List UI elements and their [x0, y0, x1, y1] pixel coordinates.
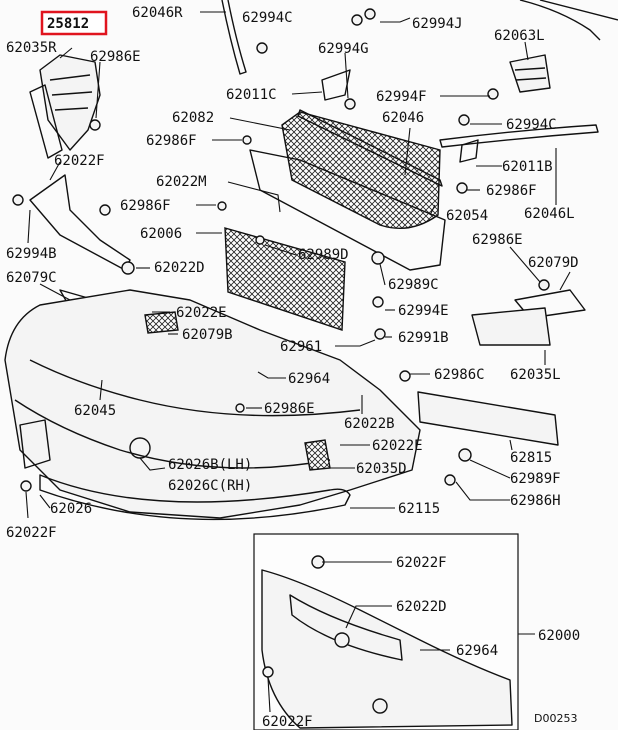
inset-label-62022F-2: 62022F	[262, 714, 313, 730]
label-62045: 62045	[74, 403, 116, 419]
label-62026: 62026	[50, 501, 92, 517]
cover-62035D	[304, 439, 331, 471]
label-62994C: 62994C	[242, 10, 293, 26]
label-62011C: 62011C	[226, 87, 277, 103]
fender-edge-2	[539, 0, 618, 21]
label-62989C: 62989C	[388, 277, 439, 293]
callout-labels: 62046R 62994C 62994J 62035R 62986E 62994…	[6, 5, 580, 730]
label-62986F-3: 62986F	[486, 183, 537, 199]
inset-label-62964: 62964	[456, 643, 498, 659]
label-62994B: 62994B	[6, 246, 57, 262]
bracket-62063L	[509, 54, 551, 93]
label-62815: 62815	[510, 450, 552, 466]
label-62989F: 62989F	[510, 471, 561, 487]
bumper-crease-1	[14, 399, 331, 469]
label-62986F: 62986F	[146, 133, 197, 149]
moulding-62046L	[439, 124, 599, 148]
lower-lip-62115	[39, 474, 351, 521]
label-62035D: 62035D	[356, 461, 407, 477]
label-62022F: 62022F	[54, 153, 105, 169]
label-62022E: 62022E	[176, 305, 227, 321]
inset-grille	[289, 594, 403, 661]
label-62054: 62054	[446, 208, 488, 224]
label-62994F: 62994F	[376, 89, 427, 105]
inset-label-62000: 62000	[538, 628, 580, 644]
label-62079C: 62079C	[6, 270, 57, 286]
footer-code: D00253	[534, 712, 577, 725]
air-guide-62026	[19, 419, 51, 469]
leader-lines	[25, 11, 571, 713]
label-62022B: 62022B	[344, 416, 395, 432]
inset-bumper	[261, 569, 513, 729]
lower-grille-62006	[224, 227, 346, 331]
label-62022M: 62022M	[156, 174, 207, 190]
label-62011B: 62011B	[502, 159, 553, 175]
label-62115: 62115	[398, 501, 440, 517]
bumper-crease-2	[29, 359, 361, 417]
inset-label-62022F: 62022F	[396, 555, 447, 571]
diagram-id-frame	[40, 10, 108, 36]
clip-62011B	[459, 139, 479, 163]
upper-grille-62082	[281, 111, 441, 229]
label-62079B: 62079B	[182, 327, 233, 343]
bracket-62063L-detail	[514, 67, 547, 81]
label-62046R: 62046R	[132, 5, 183, 21]
diagram-id-badge: 25812	[40, 10, 108, 36]
label-62035L: 62035L	[510, 367, 561, 383]
label-62022D: 62022D	[154, 260, 205, 276]
label-62986E: 62986E	[90, 49, 141, 65]
part-drawings	[4, 0, 618, 521]
label-62035R: 62035R	[6, 40, 57, 56]
fasteners	[12, 8, 550, 492]
label-62046: 62046	[382, 110, 424, 126]
label-62079D: 62079D	[528, 255, 579, 271]
label-62964: 62964	[288, 371, 330, 387]
label-62961: 62961	[280, 339, 322, 355]
label-62082: 62082	[172, 110, 214, 126]
label-62063L: 62063L	[494, 28, 545, 44]
inset-label-62022D: 62022D	[396, 599, 447, 615]
inset-assembly	[253, 533, 519, 730]
cover-62022E	[144, 311, 179, 334]
diagram-id: 25812	[47, 16, 89, 32]
label-62991B: 62991B	[398, 330, 449, 346]
label-62994C-2: 62994C	[506, 117, 557, 133]
label-62986E-3: 62986E	[264, 401, 315, 417]
label-62986E-2: 62986E	[472, 232, 523, 248]
bracket-62035L	[471, 307, 551, 346]
label-62994G: 62994G	[318, 41, 369, 57]
label-62006: 62006	[140, 226, 182, 242]
label-62986F-2: 62986F	[120, 198, 171, 214]
label-62989D: 62989D	[298, 247, 349, 263]
label-62022F-2: 62022F	[6, 525, 57, 541]
label-62026B: 62026B(LH)	[168, 457, 252, 473]
label-62022E-2: 62022E	[372, 438, 423, 454]
clip-62011C	[321, 69, 351, 101]
fender-edge	[519, 0, 601, 41]
license-bracket-62815	[417, 391, 559, 446]
label-62026C: 62026C(RH)	[168, 478, 252, 494]
chrome-strip-62046	[297, 109, 443, 187]
label-62986C: 62986C	[434, 367, 485, 383]
label-62046L: 62046L	[524, 206, 575, 222]
label-62994J: 62994J	[412, 16, 463, 32]
bracket-62035R-plate	[29, 84, 63, 159]
label-62994E: 62994E	[398, 303, 449, 319]
moulding-62046R	[221, 0, 247, 75]
reinforcement-62994B	[29, 174, 131, 271]
label-62986H: 62986H	[510, 493, 561, 509]
bracket-62035R-ribs	[49, 74, 93, 111]
